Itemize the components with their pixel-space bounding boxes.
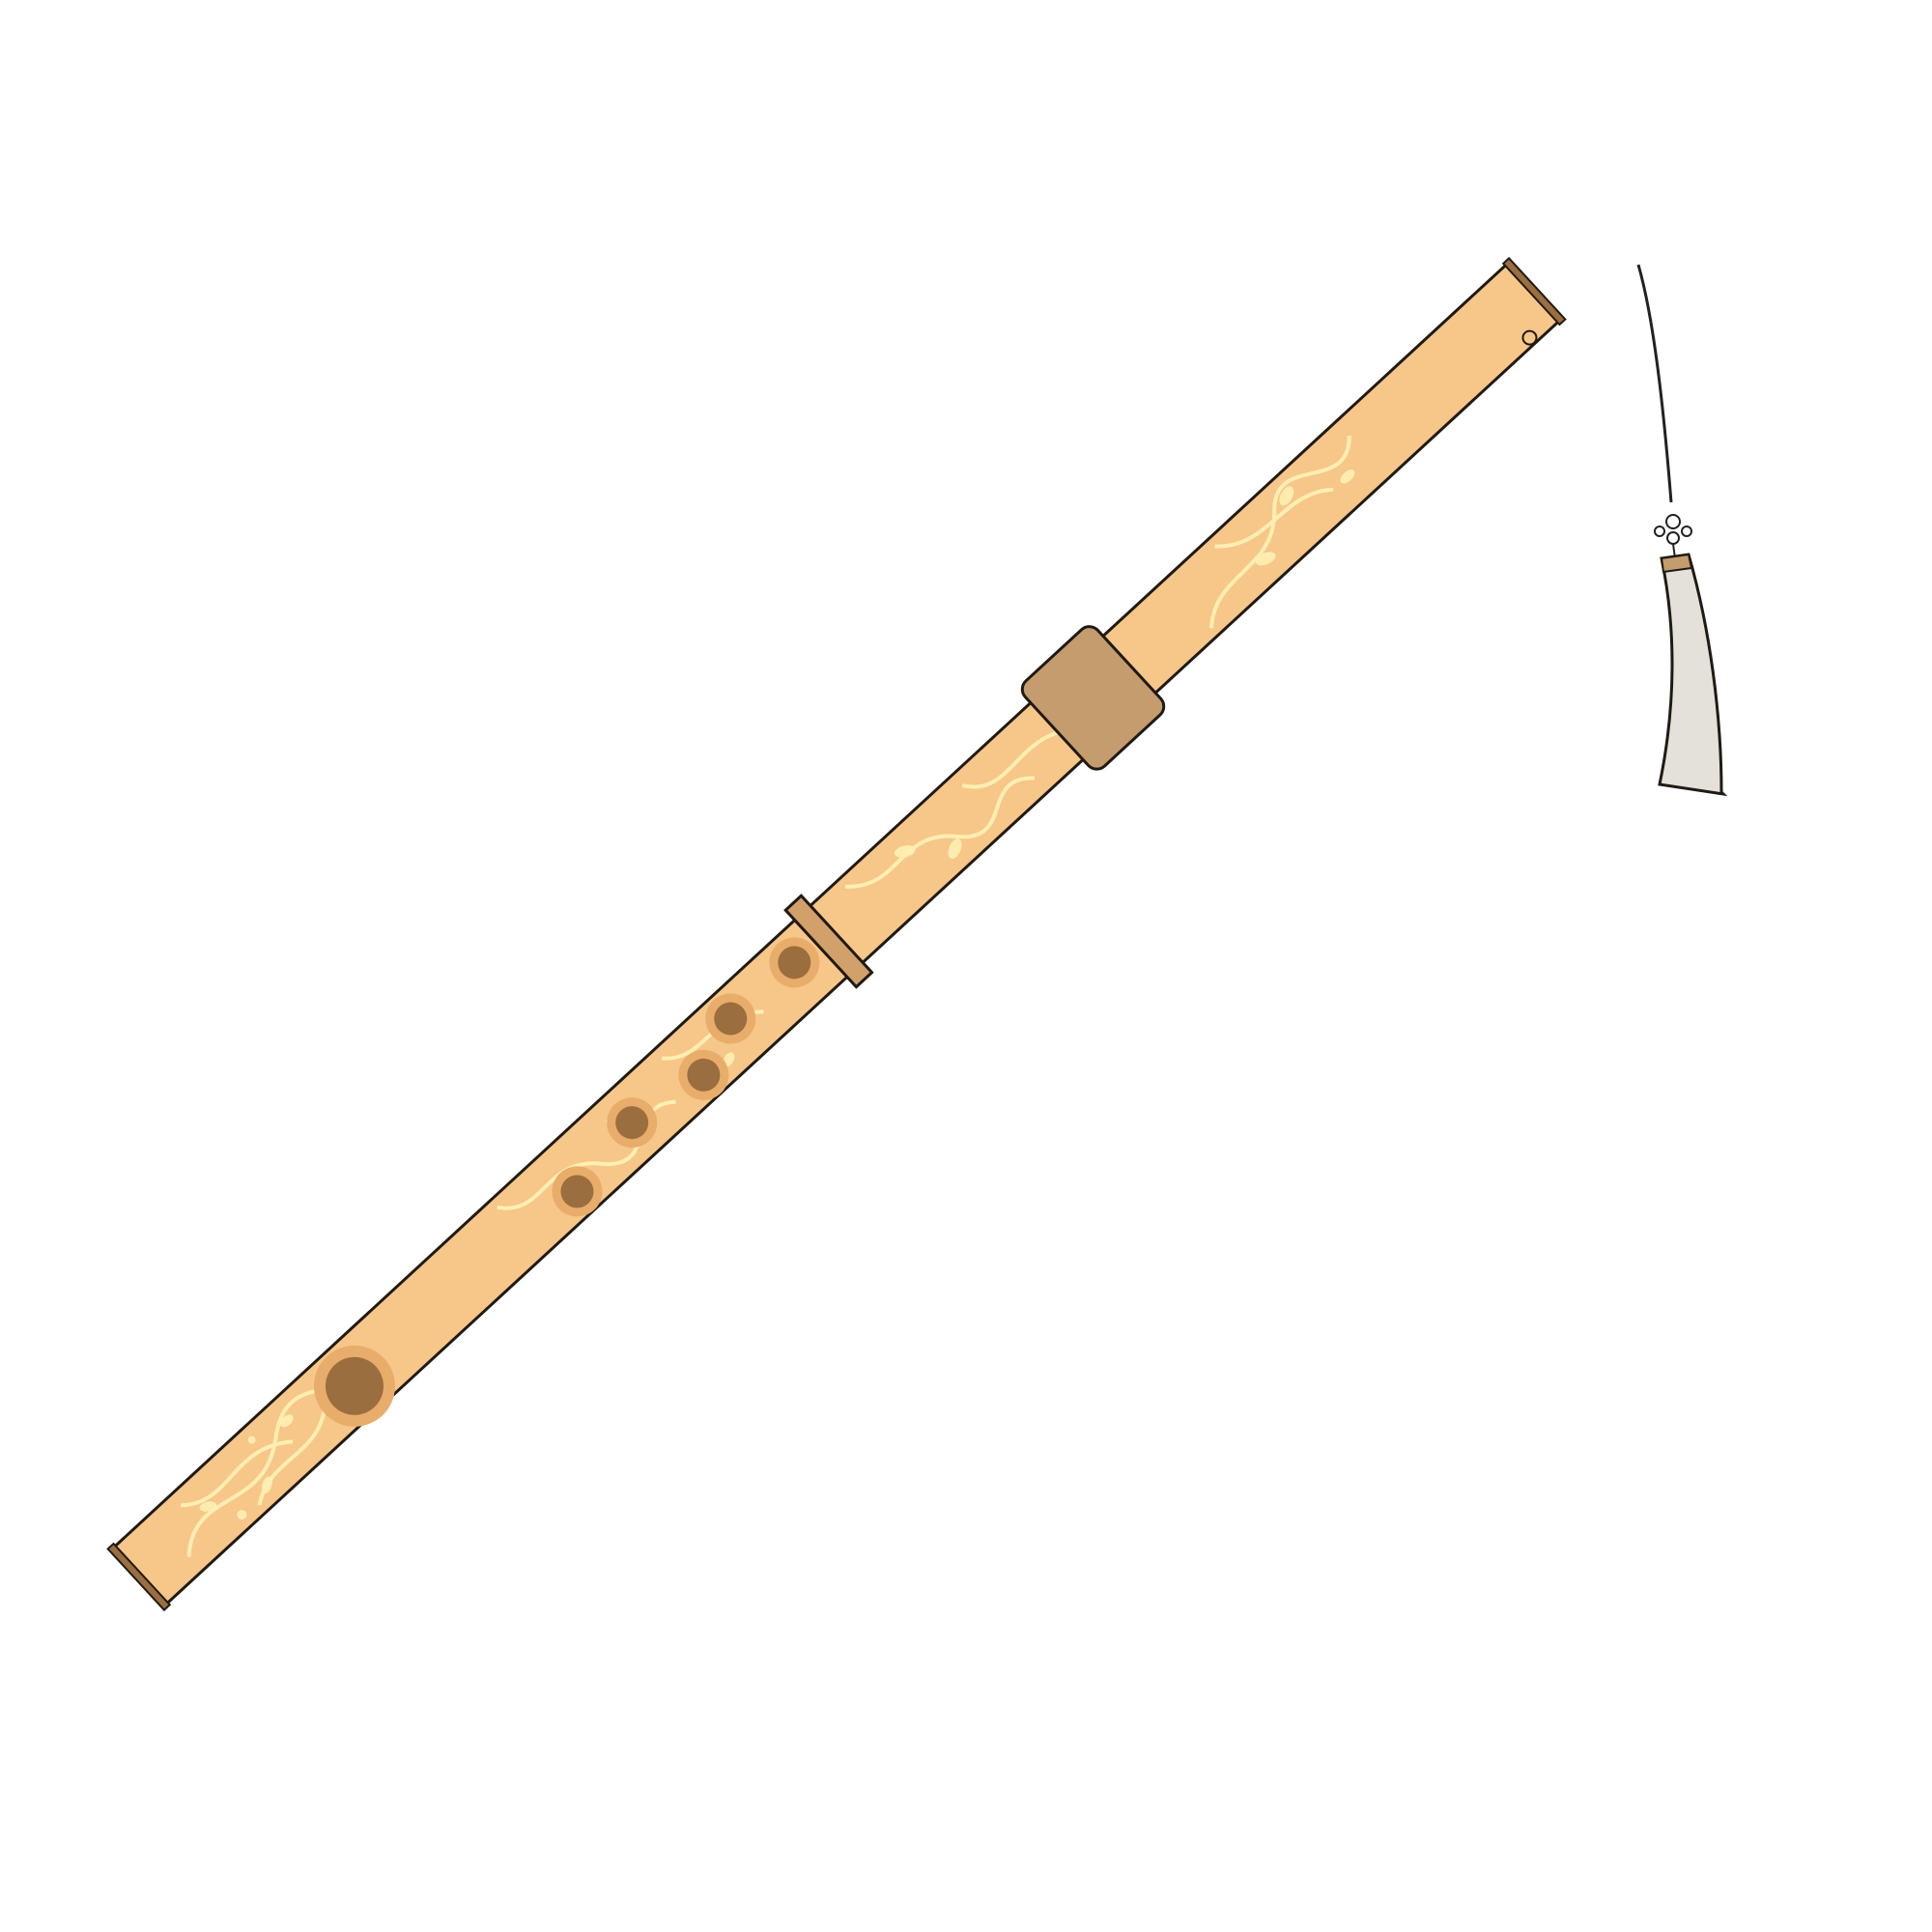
flute-ring bbox=[783, 894, 874, 989]
tone-hole-1 bbox=[560, 1175, 594, 1208]
tone-hole-3 bbox=[687, 1058, 721, 1092]
flute-joint bbox=[1020, 625, 1166, 771]
tone-hole-4 bbox=[714, 1002, 748, 1036]
tone-hole-5 bbox=[778, 946, 811, 980]
flute-bottom-cap bbox=[106, 1542, 172, 1612]
tassel-assembly bbox=[1636, 264, 1728, 797]
tassel-knot bbox=[1654, 514, 1692, 559]
flute-top-cap bbox=[1501, 256, 1567, 327]
flute bbox=[106, 256, 1567, 1612]
tassel bbox=[1658, 553, 1728, 797]
embouchure-hole bbox=[325, 1356, 384, 1415]
floral-leaves bbox=[199, 469, 1355, 1520]
tassel-cord bbox=[1636, 264, 1673, 503]
tone-hole-2 bbox=[615, 1106, 649, 1140]
tone-holes bbox=[313, 937, 820, 1427]
tassel-loop bbox=[1521, 329, 1538, 346]
tassel-cap bbox=[1660, 553, 1693, 574]
